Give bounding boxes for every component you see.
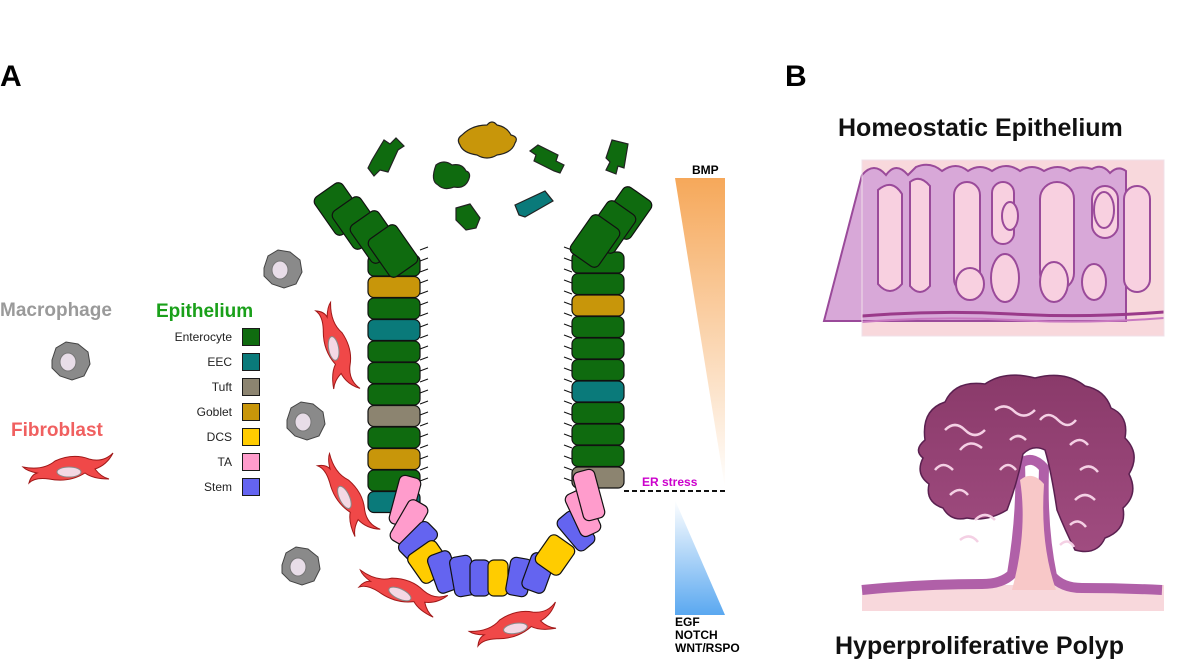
- homeostatic-epithelium-illustration: [822, 159, 1165, 337]
- crypt-cell-goblet: [367, 447, 421, 471]
- legend-label: Goblet: [196, 405, 232, 419]
- macrophage-label: Macrophage: [0, 300, 112, 321]
- panel-b-letter: B: [785, 60, 807, 93]
- legend-label: Enterocyte: [174, 330, 232, 344]
- fibroblast-cell-5: [467, 601, 557, 648]
- hyperproliferative-polyp-illustration: [861, 374, 1164, 611]
- er-stress-label: ER stress: [642, 475, 698, 489]
- shed-enterocyte-2: [528, 144, 565, 174]
- macrophage-cell-2: [51, 341, 91, 381]
- legend-label: EEC: [207, 355, 232, 369]
- legend-item-tuft: Tuft: [160, 378, 260, 398]
- legend-swatch: [242, 378, 260, 396]
- crypt-cell-enterocyte: [571, 337, 625, 360]
- crypt-cell-stem: [469, 559, 491, 597]
- fibroblast-cell-2: [314, 300, 361, 390]
- macrophage-cell-3: [286, 401, 326, 441]
- shed-enterocyte-5: [455, 203, 481, 231]
- crypt-cell-tuft: [367, 404, 421, 428]
- crypt-cell-eec: [571, 380, 625, 403]
- legend-item-enterocyte: Enterocyte: [160, 328, 260, 348]
- crypt-cell-ta: [572, 468, 606, 522]
- panel-a-letter: A: [0, 60, 22, 93]
- intestinal-crypt-diagram: [313, 182, 653, 598]
- legend-item-goblet: Goblet: [160, 403, 260, 423]
- shed-cells: [367, 121, 629, 231]
- hyperproliferative-polyp-title: Hyperproliferative Polyp: [835, 632, 1124, 660]
- shed-enterocyte-3: [605, 139, 629, 175]
- crypt-cell-enterocyte: [571, 423, 625, 446]
- microvilli: [419, 246, 573, 482]
- crypt-cell-enterocyte: [367, 426, 421, 449]
- fibroblasts: [21, 300, 557, 648]
- crypt-cell-dcs: [487, 559, 509, 597]
- shed-eec-cell: [514, 190, 554, 218]
- wnt-rspo-label: WNT/RSPO: [675, 641, 740, 655]
- bmp-label: BMP: [692, 163, 719, 177]
- crypt-cell-enterocyte: [571, 272, 625, 296]
- bmp-gradient-triangle: [675, 178, 725, 488]
- legend-swatch: [242, 428, 260, 446]
- legend-swatch: [242, 353, 260, 371]
- wnt-gradient-triangle: [675, 500, 725, 615]
- crypt-cell-eec: [367, 318, 421, 342]
- signaling-gradients: [624, 178, 726, 615]
- shed-goblet-cell: [457, 121, 517, 159]
- legend-swatch: [242, 403, 260, 421]
- shed-enterocyte-1: [367, 137, 405, 177]
- crypt-cell-goblet: [367, 275, 421, 299]
- legend-item-dcs: DCS: [160, 428, 260, 448]
- crypt-cell-enterocyte: [367, 383, 421, 406]
- crypt-cell-enterocyte: [367, 224, 419, 278]
- legend-swatch: [242, 478, 260, 496]
- crypt-cell-enterocyte: [571, 358, 625, 382]
- egf-notch-wnt-labels: EGF NOTCH WNT/RSPO: [675, 616, 740, 655]
- epithelium-label: Epithelium: [156, 301, 254, 322]
- fibroblast-cell-3: [315, 451, 381, 537]
- crypt-cell-dcs: [534, 534, 576, 576]
- shed-enterocyte-4: [432, 161, 471, 190]
- crypt-cell-enterocyte: [569, 214, 621, 268]
- legend-label: Stem: [203, 480, 232, 494]
- legend-swatch: [242, 453, 260, 471]
- crypt-cell-enterocyte: [367, 340, 421, 363]
- egf-label: EGF: [675, 615, 700, 629]
- legend-label: DCS: [206, 430, 232, 444]
- crypt-cell-enterocyte: [367, 297, 421, 320]
- legend-label: TA: [217, 455, 232, 469]
- homeostatic-epithelium-title: Homeostatic Epithelium: [838, 114, 1123, 142]
- macrophage-cell-1: [263, 249, 303, 289]
- macrophage-cell-4: [281, 546, 321, 586]
- crypt-cell-enterocyte: [367, 361, 421, 385]
- notch-label: NOTCH: [675, 628, 718, 642]
- macrophages: [51, 249, 326, 586]
- legend-swatch: [242, 328, 260, 346]
- crypt-cell-enterocyte: [571, 401, 625, 425]
- crypt-cell-goblet: [571, 294, 625, 317]
- legend-item-stem: Stem: [160, 478, 260, 498]
- fibroblast-cell-4: [357, 568, 449, 618]
- fibroblast-label: Fibroblast: [11, 420, 103, 441]
- fibroblast-cell-1: [21, 452, 114, 485]
- legend-item-eec: EEC: [160, 353, 260, 373]
- crypt-cell-enterocyte: [571, 444, 625, 468]
- crypt-cell-enterocyte: [571, 315, 625, 339]
- legend-item-ta: TA: [160, 453, 260, 473]
- legend-label: Tuft: [211, 380, 232, 394]
